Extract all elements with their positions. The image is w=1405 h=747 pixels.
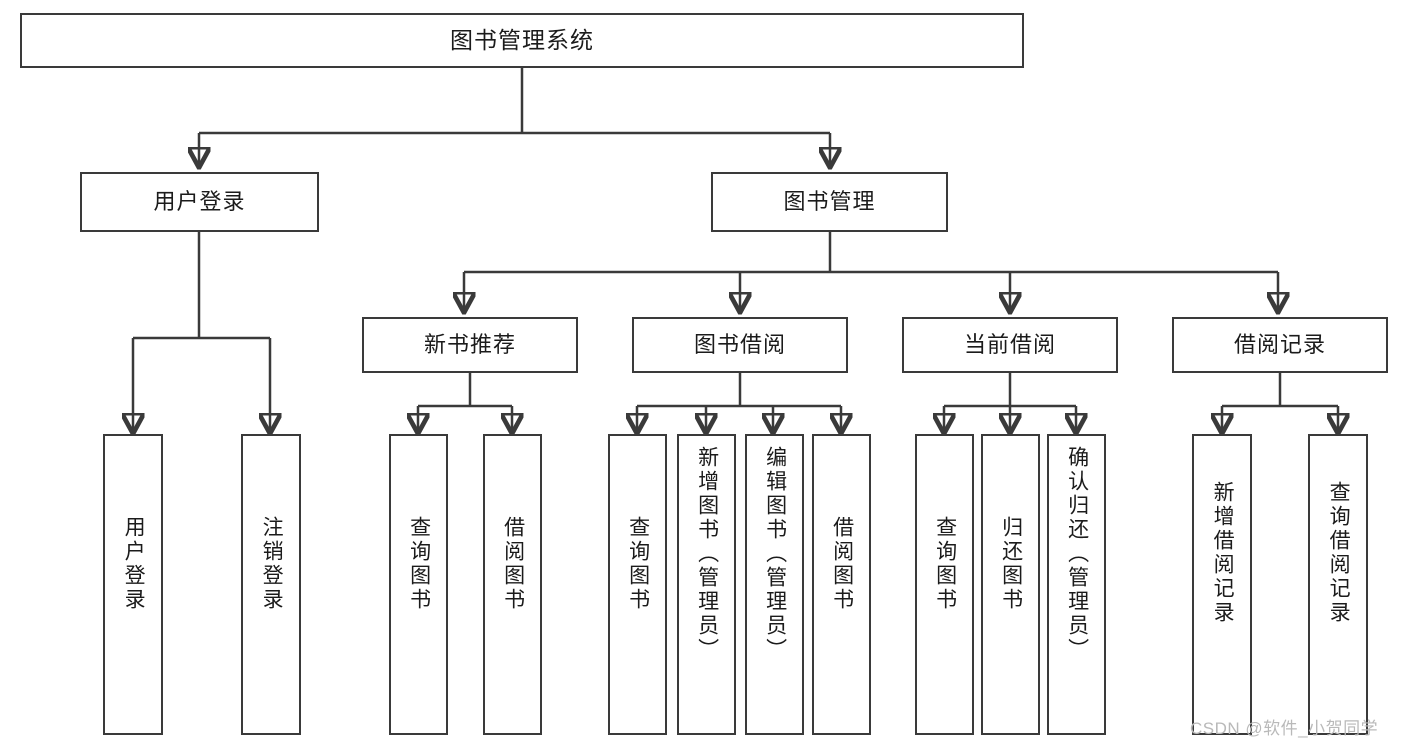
node-leaf-borrow-book-2[interactable]: 借阅图书 — [812, 434, 871, 735]
node-label: 查询图书 — [407, 516, 431, 612]
node-borrow-record[interactable]: 借阅记录 — [1172, 317, 1388, 373]
node-leaf-logout-login[interactable]: 注销登录 — [241, 434, 301, 735]
node-label: 借阅图书 — [501, 516, 525, 612]
node-leaf-add-book[interactable]: 新增图书（管理员） — [677, 434, 736, 735]
node-user-login[interactable]: 用户登录 — [80, 172, 319, 232]
node-leaf-query-record[interactable]: 查询借阅记录 — [1308, 434, 1368, 735]
node-leaf-return-book[interactable]: 归还图书 — [981, 434, 1040, 735]
node-leaf-query-book-1[interactable]: 查询图书 — [389, 434, 448, 735]
node-label: 新书推荐 — [423, 331, 516, 357]
node-label: 新增图书（管理员） — [695, 446, 719, 662]
node-label: 用户登录 — [122, 516, 146, 612]
node-label: 注销登录 — [260, 516, 284, 612]
node-label: 图书管理 — [783, 188, 876, 214]
node-label: 确认归还（管理员） — [1065, 446, 1089, 662]
node-leaf-borrow-book-1[interactable]: 借阅图书 — [483, 434, 542, 735]
node-leaf-query-book-3[interactable]: 查询图书 — [915, 434, 974, 735]
node-book-borrow[interactable]: 图书借阅 — [632, 317, 848, 373]
node-current-borrow[interactable]: 当前借阅 — [902, 317, 1118, 373]
node-leaf-edit-book[interactable]: 编辑图书（管理员） — [745, 434, 804, 735]
node-label: 图书借阅 — [693, 331, 786, 357]
node-label: 借阅记录 — [1233, 331, 1326, 357]
node-leaf-user-login[interactable]: 用户登录 — [103, 434, 163, 735]
node-label: 归还图书 — [999, 516, 1023, 612]
node-label: 当前借阅 — [963, 331, 1056, 357]
node-label: 查询借阅记录 — [1327, 481, 1351, 625]
node-label: 新增借阅记录 — [1211, 481, 1235, 625]
node-label: 编辑图书（管理员） — [763, 446, 787, 662]
node-label: 图书管理系统 — [450, 26, 594, 53]
node-book-management[interactable]: 图书管理 — [711, 172, 948, 232]
node-label: 查询图书 — [933, 516, 957, 612]
node-label: 查询图书 — [626, 516, 650, 612]
node-book-management-system[interactable]: 图书管理系统 — [20, 13, 1024, 68]
node-leaf-add-record[interactable]: 新增借阅记录 — [1192, 434, 1252, 735]
node-label: 借阅图书 — [830, 516, 854, 612]
node-new-book-recommend[interactable]: 新书推荐 — [362, 317, 578, 373]
node-leaf-confirm-return[interactable]: 确认归还（管理员） — [1047, 434, 1106, 735]
node-leaf-query-book-2[interactable]: 查询图书 — [608, 434, 667, 735]
csdn-watermark: CSDN @软件_小贺同学 — [1190, 719, 1379, 738]
node-label: 用户登录 — [153, 188, 246, 214]
